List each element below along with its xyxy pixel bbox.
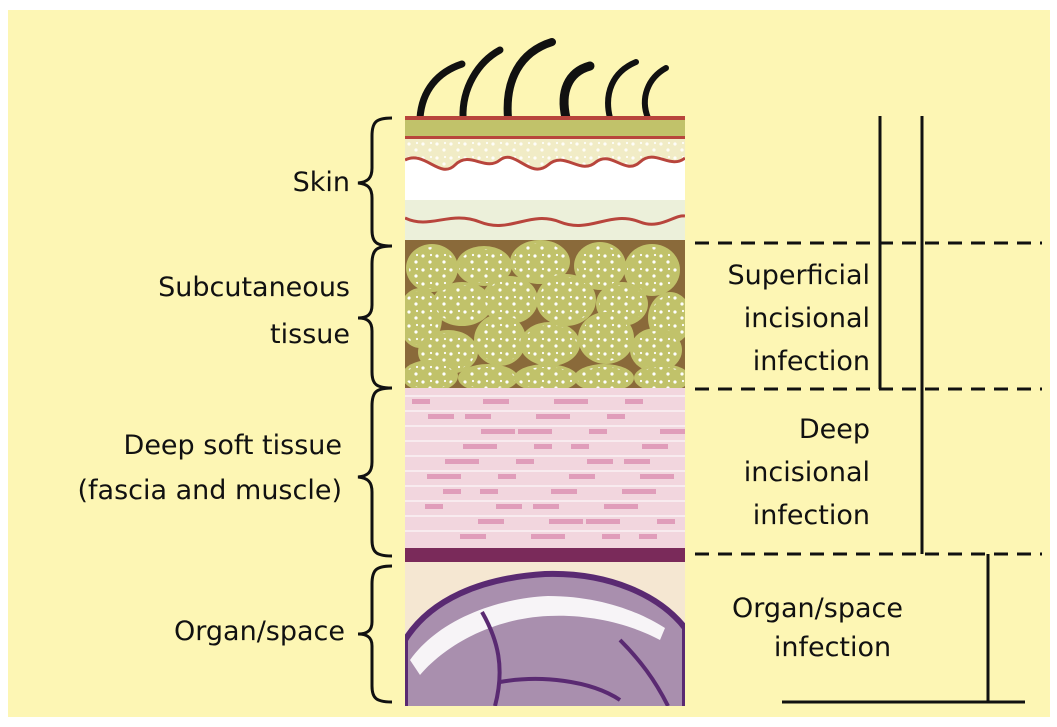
muscle-fiber [483, 399, 509, 404]
muscle-fiber [445, 459, 479, 464]
label-organ-infection-line2: infection [705, 632, 930, 663]
fat-lobule-dots [435, 285, 489, 323]
label-organ-space-infection: Organ/space infection [705, 593, 930, 663]
muscle-fiber [480, 489, 498, 494]
muscle-fiber [586, 519, 620, 524]
muscle-fiber [427, 474, 461, 479]
muscle-fiber [481, 429, 515, 434]
muscle-fiber [622, 489, 656, 494]
muscle-fiber [518, 429, 552, 434]
muscle-fiber [533, 504, 559, 509]
muscle-fiber [425, 504, 443, 509]
muscle-fiber [478, 519, 504, 524]
muscle-fiber [571, 444, 589, 449]
muscle-fiber [625, 399, 643, 404]
muscle-fiber [569, 474, 595, 479]
muscle-fiber [587, 459, 613, 464]
muscle-fiber [551, 489, 577, 494]
muscle-fiber [496, 504, 522, 509]
label-superficial-line1: Superficial [690, 260, 870, 291]
muscle-fiber [604, 504, 638, 509]
label-organ-infection-line1: Organ/space [705, 593, 930, 624]
fat-lobule-dots [581, 315, 631, 361]
skin-top-line [405, 116, 685, 120]
muscle-fiber [498, 474, 516, 479]
muscle-fiber [536, 414, 570, 419]
label-deep-soft-line2: (fascia and muscle) [10, 475, 342, 506]
label-deep-line2: incisional [690, 457, 870, 488]
label-organ-space: Organ/space [60, 616, 345, 647]
fat-lobule-dots [633, 331, 679, 369]
muscle-fiber [589, 429, 607, 434]
label-deep-line3: infection [690, 500, 870, 531]
label-deep-line1: Deep [690, 414, 870, 445]
muscle-fiber [640, 474, 674, 479]
fat-lobule-dots [539, 277, 593, 323]
muscle-fiber [602, 534, 620, 539]
muscle-fiber [607, 414, 625, 419]
muscle-fiber [549, 519, 583, 524]
muscle-fiber [463, 444, 497, 449]
muscle-fiber [639, 534, 657, 539]
muscle-fiber [465, 414, 491, 419]
muscle-fiber [428, 414, 454, 419]
muscle-fiber [443, 489, 461, 494]
fat-lobule-dots [461, 367, 515, 389]
label-superficial-infection: Superficial incisional infection [690, 260, 870, 377]
label-deep-soft-tissue: Deep soft tissue (fascia and muscle) [10, 430, 342, 506]
muscle-fiber [531, 534, 565, 539]
label-superficial-line3: infection [690, 346, 870, 377]
label-subcutaneous-line1: Subcutaneous [60, 272, 350, 303]
fat-lobule-dots [405, 363, 455, 389]
skin-line-2 [405, 136, 685, 139]
muscle-fiber [534, 444, 552, 449]
muscle-fiber [642, 444, 668, 449]
muscle-fiber [516, 459, 534, 464]
fat-lobule-dots [517, 367, 575, 389]
muscle-layer [405, 388, 685, 548]
label-subcutaneous: Subcutaneous tissue [60, 272, 350, 350]
fat-lobule-dots [477, 317, 523, 363]
muscle-fiber [660, 429, 686, 434]
muscle-fiber [554, 399, 588, 404]
fat-lobule-dots [409, 247, 455, 289]
fascia-band [405, 548, 685, 562]
fat-lobule-dots [485, 279, 535, 321]
muscle-fiber [657, 519, 675, 524]
label-skin: Skin [200, 167, 350, 198]
fat-lobule-dots [523, 325, 577, 363]
label-deep-soft-line1: Deep soft tissue [10, 430, 342, 461]
label-deep-infection: Deep incisional infection [690, 414, 870, 531]
muscle-fiber [624, 459, 650, 464]
fat-lobule-dots [577, 367, 631, 389]
muscle-fiber [412, 399, 430, 404]
muscle-fiber [460, 534, 486, 539]
fat-lobule-dots [637, 367, 687, 389]
label-superficial-line2: incisional [690, 303, 870, 334]
label-subcutaneous-line2: tissue [60, 319, 350, 350]
